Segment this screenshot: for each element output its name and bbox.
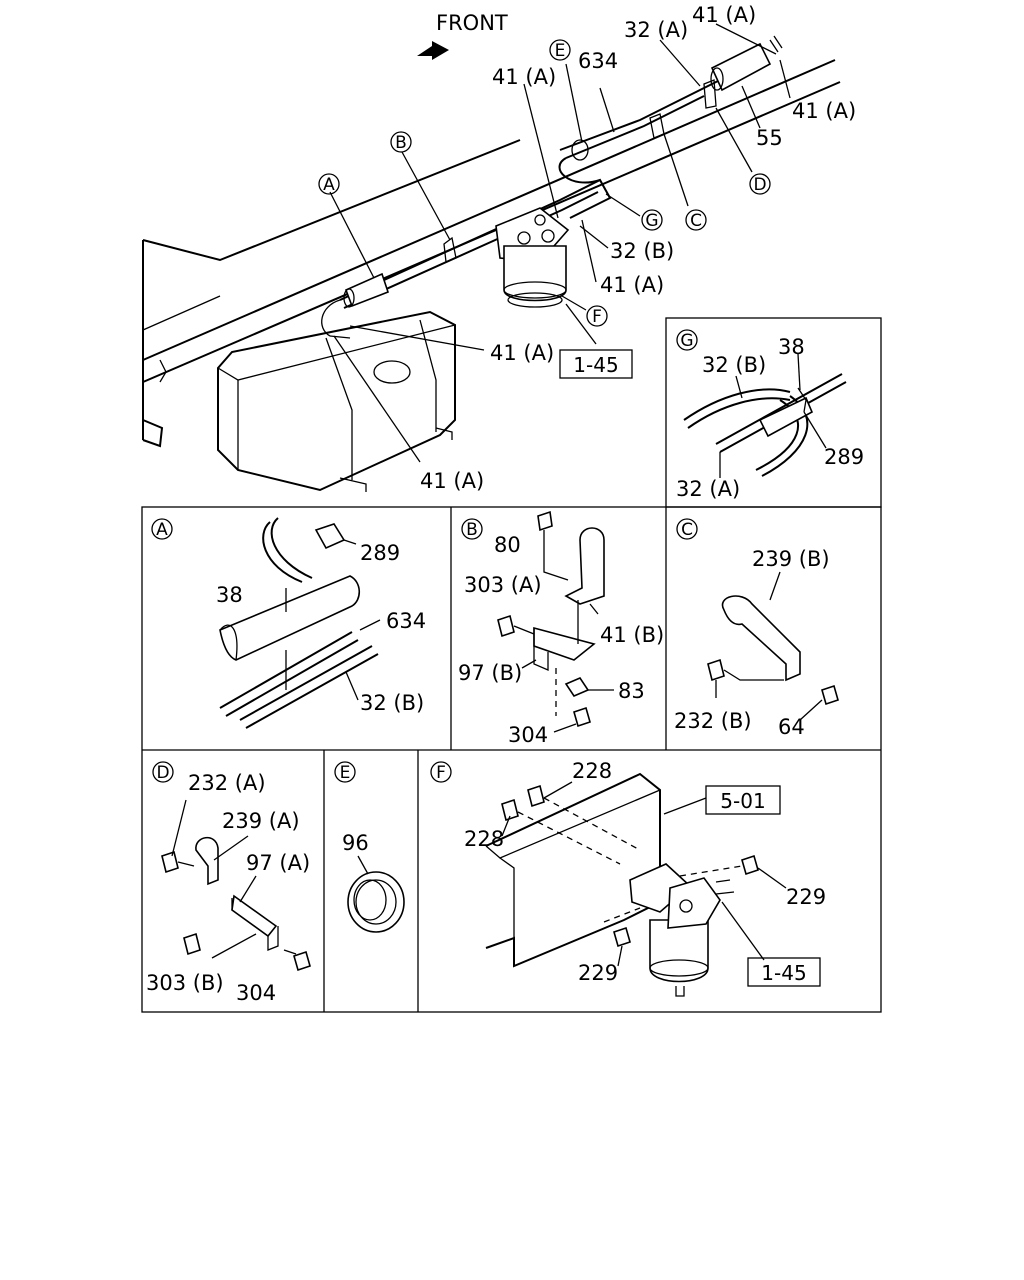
c-callout-64: 64 xyxy=(778,715,805,739)
panel-b-id: B xyxy=(466,520,478,540)
callout-41a-top: 41 (A) xyxy=(692,3,756,27)
svg-text:F: F xyxy=(592,307,602,327)
callout-41a-mid: 41 (A) xyxy=(600,273,664,297)
a-callout-289: 289 xyxy=(360,541,400,565)
d-callout-304: 304 xyxy=(236,981,276,1005)
svg-text:G: G xyxy=(645,211,658,231)
a-callout-634: 634 xyxy=(386,609,426,633)
svg-text:B: B xyxy=(395,133,407,153)
b-callout-303a: 303 (A) xyxy=(464,573,542,597)
panel-c: C 239 (B) 232 (B) 64 xyxy=(674,518,839,739)
main-assembly: FRONT xyxy=(142,3,856,493)
frame-rail xyxy=(142,59,841,448)
svg-text:A: A xyxy=(323,175,335,195)
panel-g: G 32 (B) 38 289 32 (A) xyxy=(676,329,864,501)
sleeve-55-rear xyxy=(710,42,772,92)
b-callout-97b: 97 (B) xyxy=(458,661,522,685)
circle-ref-d-main[interactable]: D xyxy=(749,173,771,195)
g-callout-289: 289 xyxy=(824,445,864,469)
c-callout-232b: 232 (B) xyxy=(674,709,752,733)
front-label: FRONT xyxy=(436,11,508,35)
ref-box-5-01[interactable]: 5-01 xyxy=(705,785,781,815)
d-callout-97a: 97 (A) xyxy=(246,851,310,875)
callout-32a-top: 32 (A) xyxy=(624,18,688,42)
svg-text:1-45: 1-45 xyxy=(761,961,806,985)
f-callout-229-right: 229 xyxy=(786,885,826,909)
panel-e-id: E xyxy=(340,763,351,783)
circle-ref-g-main[interactable]: G xyxy=(641,209,663,231)
g-callout-38: 38 xyxy=(778,335,805,359)
callout-634-top: 634 xyxy=(578,49,618,73)
main-leader-lines xyxy=(329,23,791,463)
svg-text:D: D xyxy=(753,175,766,195)
panel-e: E 96 xyxy=(334,761,405,933)
svg-text:E: E xyxy=(555,41,566,61)
panel-frames xyxy=(141,317,882,1013)
ref-box-1-45-main[interactable]: 1-45 xyxy=(559,349,633,379)
panel-d-id: D xyxy=(156,763,169,783)
d-callout-303b: 303 (B) xyxy=(146,971,224,995)
panel-f-id: F xyxy=(436,763,446,783)
b-callout-304: 304 xyxy=(508,723,548,747)
f-callout-228-left: 228 xyxy=(464,827,504,851)
a-callout-32b: 32 (B) xyxy=(360,691,424,715)
e-callout-96: 96 xyxy=(342,831,369,855)
c-callout-239b: 239 (B) xyxy=(752,547,830,571)
g-callout-32b: 32 (B) xyxy=(702,353,766,377)
panel-f: F 228 228 229 229 5-01 xyxy=(430,759,826,997)
a-callout-38: 38 xyxy=(216,583,243,607)
svg-text:C: C xyxy=(690,211,702,231)
f-callout-229-bottom: 229 xyxy=(578,961,618,985)
callout-32b-main: 32 (B) xyxy=(610,239,674,263)
sleeve-38-front xyxy=(344,272,389,308)
grommet-e-main xyxy=(571,139,589,161)
panel-d: D 232 (A) 239 (A) 97 (A) 303 (B) 304 xyxy=(146,761,311,1005)
circle-ref-e-main[interactable]: E xyxy=(549,39,571,61)
circle-ref-c-main[interactable]: C xyxy=(685,209,707,231)
d-callout-239a: 239 (A) xyxy=(222,809,300,833)
b-callout-41b: 41 (B) xyxy=(600,623,664,647)
svg-text:5-01: 5-01 xyxy=(720,789,765,813)
panel-c-id: C xyxy=(681,520,693,540)
panel-a: A 289 38 634 32 (B) xyxy=(151,517,426,729)
panel-a-id: A xyxy=(156,520,168,540)
ref-box-1-45-panel-f[interactable]: 1-45 xyxy=(747,957,821,987)
panel-b: B 80 303 (A) 41 (B) 97 (B) 83 304 xyxy=(458,510,664,747)
g-callout-32a: 32 (A) xyxy=(676,477,740,501)
callout-41a-left: 41 (A) xyxy=(492,65,556,89)
callout-41a-lower: 41 (A) xyxy=(490,341,554,365)
front-arrow-icon xyxy=(417,41,449,60)
f-callout-228-top: 228 xyxy=(572,759,612,783)
circle-ref-a-main[interactable]: A xyxy=(318,173,340,195)
fuel-filter xyxy=(495,207,570,308)
circle-ref-b-main[interactable]: B xyxy=(390,131,412,153)
clip-d-main xyxy=(703,79,717,109)
d-callout-232a: 232 (A) xyxy=(188,771,266,795)
callout-41a-bottom: 41 (A) xyxy=(420,469,484,493)
circle-ref-f-main[interactable]: F xyxy=(586,305,608,327)
svg-text:1-45: 1-45 xyxy=(573,353,618,377)
panel-g-id: G xyxy=(680,331,693,351)
b-callout-80: 80 xyxy=(494,533,521,557)
callout-41a-right: 41 (A) xyxy=(792,99,856,123)
callout-55: 55 xyxy=(756,126,783,150)
b-callout-83: 83 xyxy=(618,679,645,703)
